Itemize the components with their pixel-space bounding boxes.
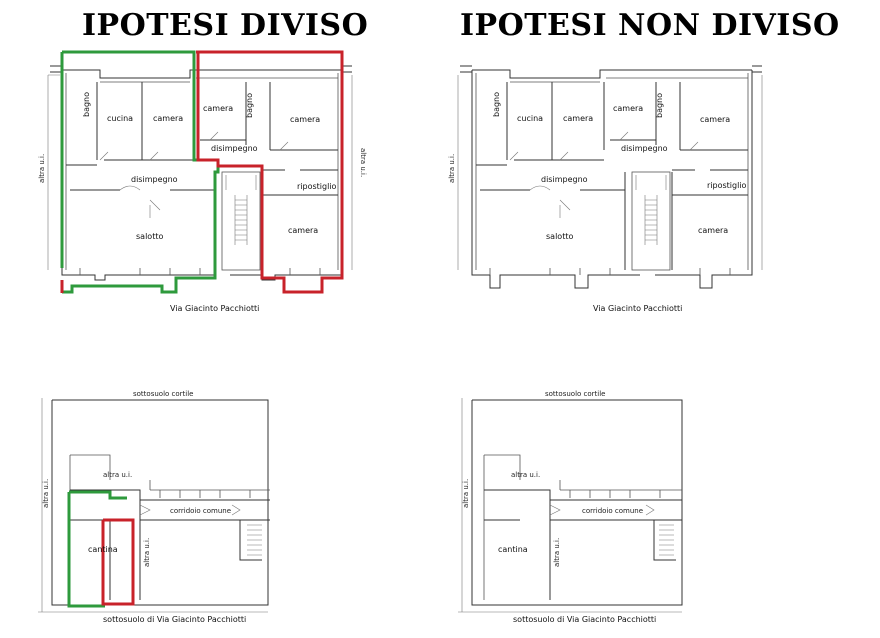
- basement-caption: sottosuolo di Via Giacinto Pacchiotti: [513, 615, 656, 624]
- labels-upper-non-diviso: bagno cucina camera camera bagno camera …: [448, 92, 747, 313]
- room-label-camera: camera: [698, 226, 728, 235]
- room-label-bagno: bagno: [245, 93, 254, 118]
- room-label-ripostiglio: ripostiglio: [707, 181, 747, 190]
- room-label-bagno: bagno: [655, 93, 664, 118]
- room-label-cucina: cucina: [107, 114, 133, 123]
- plan-upper-diviso: [47, 50, 353, 294]
- label-altra-ui: altra u.i.: [359, 148, 367, 177]
- room-label-camera: camera: [700, 115, 730, 124]
- room-label-cantina: cantina: [88, 545, 118, 554]
- label-altra-ui: altra u.i.: [448, 154, 456, 183]
- room-label-salotto: salotto: [136, 232, 163, 241]
- label-altra-ui: altra u.i.: [553, 538, 561, 567]
- label-altra-ui: altra u.i.: [42, 479, 50, 508]
- title-ipotesi-non-diviso: IPOTESI NON DIVISO: [460, 8, 840, 43]
- room-label-camera: camera: [203, 104, 233, 113]
- street-label: Via Giacinto Pacchiotti: [170, 304, 259, 313]
- labels-basement-non-diviso: sottosuolo cortile altra u.i. corridoio …: [462, 390, 656, 624]
- labels-upper-diviso: bagno cucina camera camera bagno camera …: [38, 92, 367, 313]
- label-corridoio: corridoio comune: [170, 507, 231, 515]
- room-label-camera: camera: [288, 226, 318, 235]
- room-label-camera: camera: [290, 115, 320, 124]
- label-altra-ui: altra u.i.: [143, 538, 151, 567]
- label-corridoio: corridoio comune: [582, 507, 643, 515]
- room-label-camera: camera: [153, 114, 183, 123]
- room-label-cucina: cucina: [517, 114, 543, 123]
- room-label-camera: camera: [563, 114, 593, 123]
- room-label-disimpegno: disimpegno: [541, 175, 588, 184]
- street-label: Via Giacinto Pacchiotti: [593, 304, 682, 313]
- room-label-cantina: cantina: [498, 545, 528, 554]
- room-label-salotto: salotto: [546, 232, 573, 241]
- room-label-camera: camera: [613, 104, 643, 113]
- label-altra-ui: altra u.i.: [462, 479, 470, 508]
- plan-upper-non-diviso: [457, 65, 763, 289]
- room-label-bagno: bagno: [492, 92, 501, 117]
- room-label-disimpegno: disimpegno: [131, 175, 178, 184]
- label-altra-ui: altra u.i.: [511, 471, 540, 479]
- label-cortile: sottosuolo cortile: [545, 390, 605, 398]
- plan-basement-diviso: [38, 398, 270, 613]
- room-label-bagno: bagno: [82, 92, 91, 117]
- room-label-disimpegno: disimpegno: [211, 144, 258, 153]
- plan-basement-non-diviso: [458, 398, 683, 613]
- label-altra-ui: altra u.i.: [38, 154, 46, 183]
- label-altra-ui: altra u.i.: [103, 471, 132, 479]
- room-label-ripostiglio: ripostiglio: [297, 182, 337, 191]
- room-label-disimpegno: disimpegno: [621, 144, 668, 153]
- label-cortile: sottosuolo cortile: [133, 390, 193, 398]
- basement-caption: sottosuolo di Via Giacinto Pacchiotti: [103, 615, 246, 624]
- labels-basement-diviso: sottosuolo cortile altra u.i. corridoio …: [42, 390, 246, 624]
- title-ipotesi-diviso: IPOTESI DIVISO: [82, 8, 369, 43]
